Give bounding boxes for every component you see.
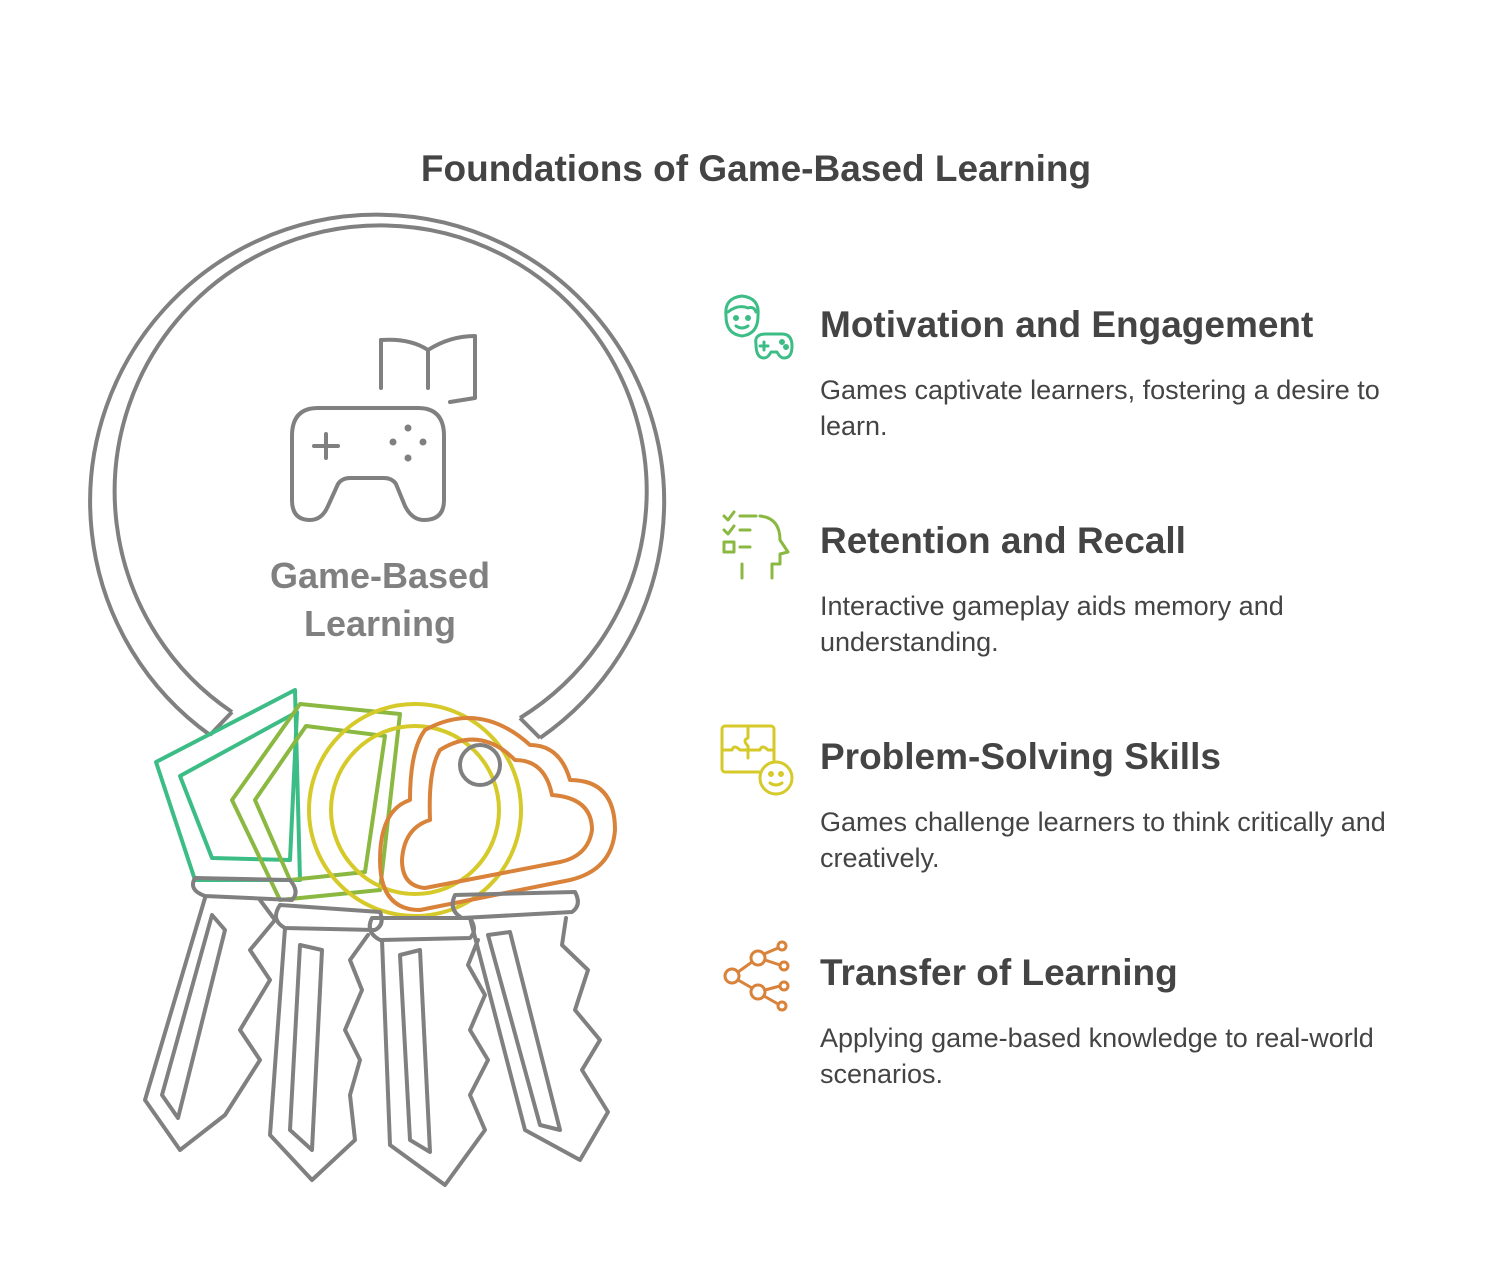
item-description: Interactive gameplay aids memory and und… bbox=[820, 591, 1284, 657]
tag-hole bbox=[458, 743, 502, 787]
diagram-title: Foundations of Game-Based Learning bbox=[420, 148, 1092, 189]
lime-hexagon-tag bbox=[230, 702, 402, 902]
network-nodes-icon bbox=[723, 940, 790, 1012]
checklist-head-icon bbox=[722, 510, 790, 580]
item-description: Applying game-based knowledge to real-wo… bbox=[820, 1023, 1374, 1089]
item-heading: Transfer of Learning bbox=[820, 952, 1178, 993]
keys bbox=[143, 876, 610, 1187]
gamer-face-icon bbox=[724, 294, 794, 360]
item-heading: Motivation and Engagement bbox=[820, 304, 1314, 345]
item-description: Games captivate learners, fostering a de… bbox=[820, 375, 1380, 441]
item-heading: Retention and Recall bbox=[820, 520, 1186, 561]
book-gamepad-icon bbox=[290, 334, 477, 522]
puzzle-face-icon bbox=[720, 724, 794, 796]
item-description: Games challenge learners to think critic… bbox=[820, 807, 1386, 873]
item-heading: Problem-Solving Skills bbox=[820, 736, 1221, 777]
gamepad-buttons bbox=[389, 424, 427, 462]
orange-cloud-tag bbox=[378, 716, 617, 912]
center-label: Game-Based Learning bbox=[269, 555, 491, 644]
